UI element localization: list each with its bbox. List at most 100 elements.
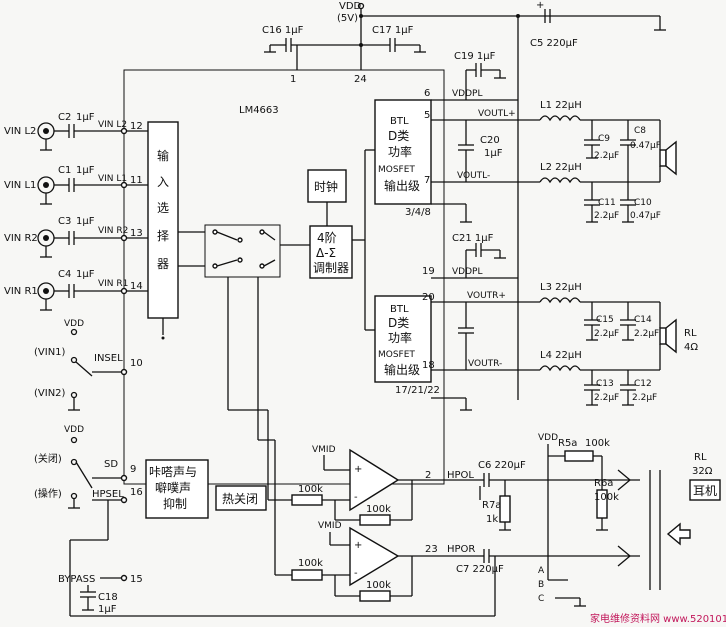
net-voutl-minus: VOUTL- xyxy=(457,171,490,181)
control-section: VDD (VIN1) INSEL 10 (VIN2) VDD (关闭) SD 9… xyxy=(34,319,496,617)
pop-suppression-block xyxy=(145,459,209,519)
c16-label: C16 1μF xyxy=(262,25,304,36)
svg-text:(关闭): (关闭) xyxy=(34,452,62,465)
c13-label: C13 xyxy=(596,379,614,389)
headphone-block xyxy=(689,479,721,501)
c12-label: C12 xyxy=(634,379,652,389)
c11-label: C11 xyxy=(598,198,616,208)
net-vinl2: VIN L2 xyxy=(98,120,127,130)
pin-13: 13 xyxy=(130,228,143,239)
plug-arrow-icon xyxy=(666,522,691,546)
svg-text:热关闭: 热关闭 xyxy=(222,492,258,506)
net-vmid-2: VMID xyxy=(318,521,342,531)
input-label-vinl1: VIN L1 xyxy=(4,180,36,191)
svg-text:Δ-Σ: Δ-Σ xyxy=(316,246,336,260)
svg-text:咔嗒声与: 咔嗒声与 xyxy=(149,465,197,479)
cap-label-c4: C4 xyxy=(58,269,71,280)
c9-label: C9 xyxy=(598,134,610,144)
svg-text:耳机: 耳机 xyxy=(693,484,717,498)
cap-value-c4: 1μF xyxy=(76,269,95,280)
net-hpor: HPOR xyxy=(447,544,475,555)
net-vinr1: VIN R1 xyxy=(98,279,128,289)
pin-15: 15 xyxy=(130,574,143,585)
net-vddpl-top: VDDPL xyxy=(452,89,482,99)
supply-section: VDD (5V) C16 1μF C17 1μF + C5 220μF xyxy=(262,0,666,70)
r7a-value: 1k xyxy=(486,514,498,525)
jack-a: A xyxy=(538,566,545,576)
jack-c: C xyxy=(538,594,544,604)
chip-outline xyxy=(123,69,445,485)
hp-rl-value: 32Ω xyxy=(692,466,713,477)
svg-text:VDD: VDD xyxy=(64,425,84,435)
cap-value-c2: 1μF xyxy=(76,112,95,123)
chip-name: LM4663 xyxy=(239,105,279,116)
load-rl-label: RL xyxy=(684,328,697,339)
svg-text:输出级: 输出级 xyxy=(384,178,420,193)
pin-11: 11 xyxy=(130,175,143,186)
pin-14: 14 xyxy=(130,281,143,292)
pin-10: 10 xyxy=(130,358,143,369)
pin-20: 20 xyxy=(422,292,435,303)
pin-7: 7 xyxy=(424,175,430,186)
c15-label: C15 xyxy=(596,315,614,325)
resistor-100k-2 xyxy=(359,514,391,526)
pin-2: 2 xyxy=(425,470,431,481)
c20-label: C20 xyxy=(480,135,500,146)
inductor-l2 xyxy=(539,177,581,184)
svg-text:调制器: 调制器 xyxy=(313,261,349,275)
svg-text:(操作): (操作) xyxy=(34,487,62,500)
svg-text:器: 器 xyxy=(157,257,169,271)
mux-switch-box xyxy=(204,224,281,278)
input-label-vinr2: VIN R2 xyxy=(4,233,38,244)
c20-value: 1μF xyxy=(484,148,503,159)
svg-text:BTL: BTL xyxy=(390,304,409,315)
svg-text:噼噗声: 噼噗声 xyxy=(155,481,191,495)
resistor-100k-1 xyxy=(291,494,323,506)
net-vmid-1: VMID xyxy=(312,445,336,455)
speaker-right-icon xyxy=(659,327,667,345)
r7a-label: R7a xyxy=(482,500,501,511)
c5-label: C5 220μF xyxy=(530,38,578,49)
svg-text:功率: 功率 xyxy=(388,144,412,159)
btl-output-stage-left xyxy=(374,99,432,205)
svg-text:功率: 功率 xyxy=(388,330,412,345)
input-label-vinr1: VIN R1 xyxy=(4,286,38,297)
input-section: VIN L2 C2 1μF VIN L2 12 VIN L1 C1 1μF VI… xyxy=(4,112,148,311)
svg-text:抑制: 抑制 xyxy=(163,496,187,511)
pin-12: 12 xyxy=(130,121,143,132)
resistor-100k-3 xyxy=(291,569,323,581)
speaker-left-icon xyxy=(659,149,667,167)
svg-text:MOSFET: MOSFET xyxy=(378,165,415,175)
c11-value: 2.2μF xyxy=(594,211,619,221)
cap-label-c3: C3 xyxy=(58,216,71,227)
net-vddpl-bottom: VDDPL xyxy=(452,267,482,277)
svg-text:D类: D类 xyxy=(388,129,409,143)
net-voutl-plus: VOUTL+ xyxy=(478,109,516,119)
net-voutr-plus: VOUTR+ xyxy=(467,291,506,301)
l1-label: L1 22μH xyxy=(540,100,582,111)
c10-label: C10 xyxy=(634,198,652,208)
vdd-5v-label: (5V) xyxy=(337,13,358,24)
pin-6: 6 xyxy=(424,88,430,99)
pin-9: 9 xyxy=(130,464,136,475)
net-hpol: HPOL xyxy=(447,470,474,481)
headphone-jack-contact-2 xyxy=(617,545,632,567)
resistor-r7a xyxy=(499,495,511,523)
pin-3-4-8: 3/4/8 xyxy=(405,207,431,218)
svg-text:时钟: 时钟 xyxy=(314,179,338,194)
svg-text:+: + xyxy=(536,0,544,11)
inductor-l4 xyxy=(539,365,581,372)
pin-19: 19 xyxy=(422,266,435,277)
c6-label: C6 220μF xyxy=(478,460,526,471)
c10-value: 0.47μF xyxy=(630,211,661,221)
c13-value: 2.2μF xyxy=(594,393,619,403)
pin-5: 5 xyxy=(424,110,430,121)
cap-value-c1: 1μF xyxy=(76,165,95,176)
clock-block xyxy=(307,169,347,203)
svg-text:-: - xyxy=(354,568,358,579)
modulator-block xyxy=(309,225,353,279)
c18-label: C18 xyxy=(98,592,118,603)
pin-17-21-22: 17/21/22 xyxy=(395,385,440,396)
